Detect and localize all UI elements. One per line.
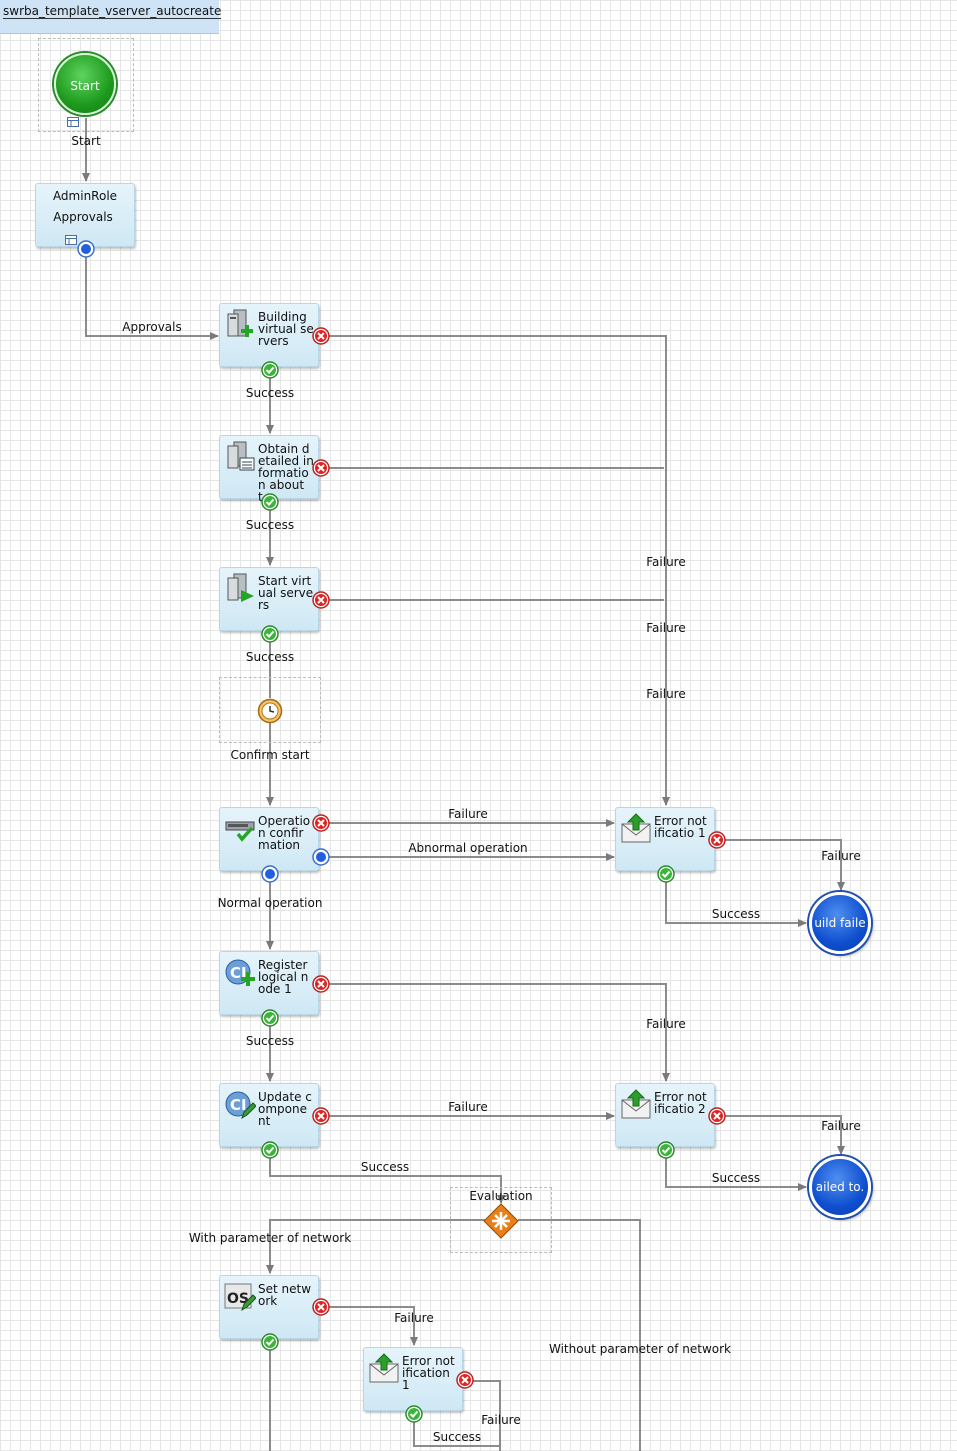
failure-port-icon[interactable] <box>312 1107 330 1125</box>
node-error-notification-1[interactable]: Error notificatio 1 <box>615 807 715 871</box>
node-set-network[interactable]: OS Set network <box>219 1275 319 1339</box>
edge-label-normal: Normal operation <box>217 896 323 910</box>
success-port-icon[interactable] <box>657 865 675 883</box>
mail-send-icon <box>621 1089 651 1119</box>
abnormal-port-icon[interactable] <box>312 848 330 866</box>
clock-icon[interactable] <box>257 698 283 724</box>
failure-port-icon[interactable] <box>456 1371 474 1389</box>
evaluation-frame <box>450 1187 552 1253</box>
end-node-2[interactable]: ailed to. <box>809 1156 871 1218</box>
failure-port-icon[interactable] <box>312 814 330 832</box>
edge-label-failure: Failure <box>481 1413 521 1427</box>
node-register-logical-node[interactable]: CI Register logical node 1 <box>219 951 319 1015</box>
timer-frame <box>219 677 321 743</box>
success-port-icon[interactable] <box>261 1333 279 1351</box>
edge-label-success: Success <box>711 1171 761 1185</box>
edge-label-success: Success <box>711 907 761 921</box>
node-label: Operation confirmation <box>258 814 311 852</box>
node-label: Register logical node 1 <box>258 958 309 996</box>
node-admin-approvals[interactable]: AdminRole Approvals <box>35 183 135 247</box>
edge-label-failure: Failure <box>646 621 686 635</box>
edge-label-success: Success <box>360 1160 410 1174</box>
edge-label-failure: Failure <box>394 1311 434 1325</box>
edge-label-success: Success <box>245 518 295 532</box>
failure-port-icon[interactable] <box>312 1298 330 1316</box>
edge-label-failure: Failure <box>821 1119 861 1133</box>
start-frame <box>38 38 134 132</box>
node-label: Set network <box>258 1282 312 1308</box>
edge-label-failure: Failure <box>646 1017 686 1031</box>
edge-label-approvals: Approvals <box>122 320 182 334</box>
failure-port-icon[interactable] <box>708 831 726 849</box>
os-edit-icon: OS <box>224 1283 256 1312</box>
ci-edit-icon: CI <box>225 1091 256 1120</box>
edge-label-failure: Failure <box>821 849 861 863</box>
evaluation-caption: Evaluation <box>469 1189 533 1203</box>
node-building-virtual-servers[interactable]: Building virtual servers <box>219 303 319 367</box>
node-error-notification-1b[interactable]: Error notification 1 <box>363 1347 463 1411</box>
failure-port-icon[interactable] <box>312 459 330 477</box>
node-label: Error notificatio 1 <box>654 814 707 840</box>
edge-label-without-param: Without parameter of network <box>549 1342 731 1356</box>
approval-port-icon[interactable] <box>77 240 95 258</box>
start-caption: Start <box>71 134 101 148</box>
server-add-icon <box>227 309 253 337</box>
failure-port-icon[interactable] <box>312 591 330 609</box>
edge-label-failure: Failure <box>646 687 686 701</box>
table-icon[interactable] <box>67 117 79 127</box>
edge-label-success: Success <box>245 1034 295 1048</box>
node-error-notification-2[interactable]: Error notificatio 2 <box>615 1083 715 1147</box>
success-port-icon[interactable] <box>261 361 279 379</box>
device-check-icon <box>225 821 255 842</box>
success-port-icon[interactable] <box>261 1009 279 1027</box>
mail-send-icon <box>621 813 651 843</box>
server-info-icon <box>227 441 255 471</box>
node-label: Start virtual servers <box>258 574 314 612</box>
failure-port-icon[interactable] <box>312 975 330 993</box>
svg-text:CI: CI <box>230 1096 247 1114</box>
edge-label-failure: Failure <box>646 555 686 569</box>
edge-label-success: Success <box>245 650 295 664</box>
node-label: Error notification 1 <box>402 1354 455 1392</box>
node-obtain-detailed-info[interactable]: Obtain detailed information about t... <box>219 435 319 503</box>
end-node-1[interactable]: uild faile <box>809 892 871 954</box>
ci-add-icon: CI <box>225 959 255 986</box>
failure-port-icon[interactable] <box>312 327 330 345</box>
timer-caption: Confirm start <box>230 748 310 762</box>
normal-port-icon[interactable] <box>261 865 279 883</box>
success-port-icon[interactable] <box>261 493 279 511</box>
node-label: Update component <box>258 1090 312 1128</box>
mail-send-icon <box>369 1353 399 1383</box>
start-node[interactable]: Start <box>54 53 116 115</box>
table-icon[interactable] <box>65 235 77 245</box>
admin-line1: AdminRole <box>52 189 118 203</box>
edge-label-abnormal: Abnormal operation <box>408 841 528 855</box>
node-label: Building virtual servers <box>258 310 314 348</box>
success-port-icon[interactable] <box>657 1141 675 1159</box>
success-port-icon[interactable] <box>261 625 279 643</box>
edge-label-with-param: With parameter of network <box>188 1231 352 1245</box>
admin-line2: Approvals <box>53 210 113 224</box>
edge-label-failure: Failure <box>448 1100 488 1114</box>
failure-port-icon[interactable] <box>708 1107 726 1125</box>
server-play-icon <box>227 573 254 602</box>
edge-label-failure: Failure <box>448 807 488 821</box>
edge-label-success: Success <box>245 386 295 400</box>
workflow-tab-title: swrba_template_vserver_autocreate <box>3 4 222 19</box>
success-port-icon[interactable] <box>261 1141 279 1159</box>
edge-label-success: Success <box>432 1430 482 1444</box>
node-operation-confirmation[interactable]: Operation confirmation <box>219 807 319 871</box>
success-port-icon[interactable] <box>405 1405 423 1423</box>
svg-text:OS: OS <box>227 1291 249 1307</box>
node-start-virtual-servers[interactable]: Start virtual servers <box>219 567 319 631</box>
node-update-component[interactable]: CI Update component <box>219 1083 319 1147</box>
node-label: Error notificatio 2 <box>654 1090 707 1116</box>
decision-diamond-icon[interactable] <box>483 1203 519 1239</box>
workflow-tab[interactable]: swrba_template_vserver_autocreate <box>0 0 222 34</box>
